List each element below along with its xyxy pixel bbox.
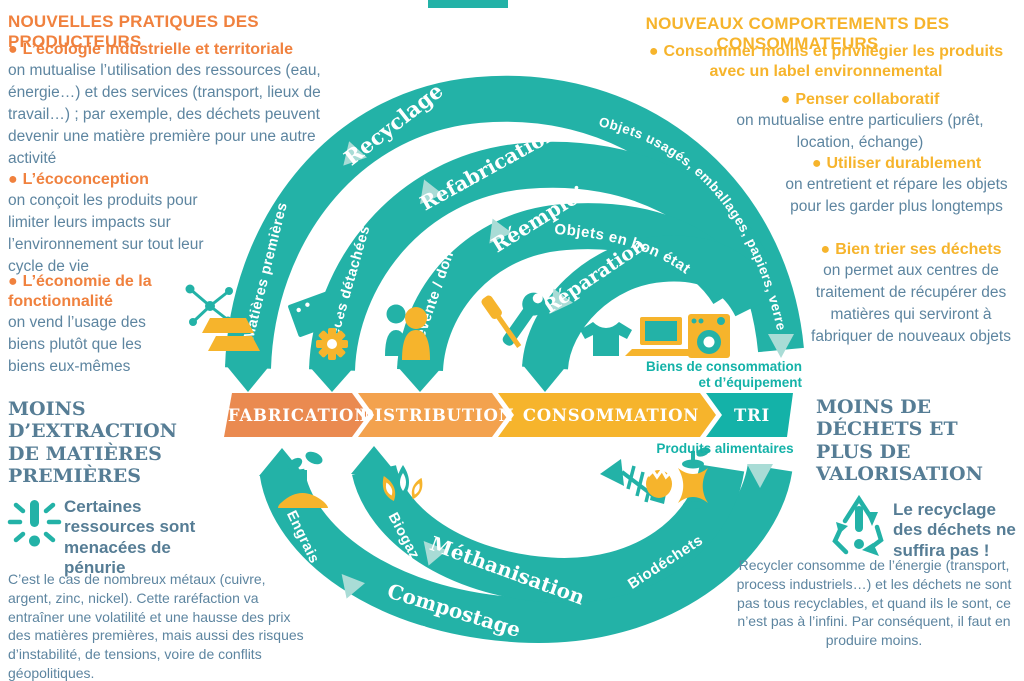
producers-panel: NOUVELLES PRATIQUES DES PRODUCTEURS bbox=[8, 12, 368, 52]
tip-recyclage bbox=[225, 364, 271, 392]
top-edge-artifact bbox=[428, 0, 508, 8]
stage-label-tri: TRI bbox=[734, 406, 770, 425]
people-icon bbox=[385, 304, 430, 360]
tip-refabrication bbox=[309, 366, 355, 392]
outcome-line: MOINS DE DÉCHETS ET bbox=[816, 396, 958, 441]
item-body-text: on conçoit les produits pour limiter leu… bbox=[8, 192, 204, 275]
flow-arrow-icon bbox=[343, 141, 367, 166]
item-body-text: on permet aux centres de traitement de r… bbox=[811, 262, 1011, 345]
bullet-icon: ● bbox=[820, 241, 831, 258]
item-head-text: L’écologie industrielle et territoriale bbox=[22, 41, 293, 58]
item-body-text: on mutualise l’utilisation des ressource… bbox=[8, 62, 321, 167]
apple-core-icon bbox=[678, 447, 710, 509]
producer-item-fonctionnalite: ●L’économie de la fonctionnalité on vend… bbox=[8, 272, 183, 378]
producers-title: NOUVELLES PRATIQUES DES PRODUCTEURS bbox=[8, 12, 259, 51]
screwdriver-icon bbox=[481, 295, 522, 349]
item-body-text: on entretient et répare les objets pour … bbox=[785, 176, 1008, 215]
left-outcome-heading: MOINS D’EXTRACTION DE MATIÈRES PREMIÈRES bbox=[8, 398, 228, 488]
biogas-flame-icon bbox=[382, 465, 423, 502]
outcome-line: DE MATIÈRES PREMIÈRES bbox=[8, 442, 162, 488]
consumers-title: NOUVEAUX COMPORTEMENTS DES CONSOMMATEURS bbox=[645, 14, 950, 53]
consumer-item-collaboratif: ●Penser collaboratif on mutualise entre … bbox=[710, 90, 1010, 154]
stage-label-distribution: DISTRIBUTION bbox=[359, 406, 514, 425]
recycling-limit-body: Recycler consomme de l’énergie (transpor… bbox=[736, 557, 1012, 648]
caption-biens: Biens de consommation et d’équipement bbox=[645, 359, 802, 390]
gear-icon bbox=[316, 328, 348, 360]
outcome-line: MOINS D’EXTRACTION bbox=[8, 398, 178, 443]
stage-label-consommation: CONSOMMATION bbox=[523, 406, 699, 425]
sprout-icon bbox=[278, 451, 328, 508]
item-head-text: Utiliser durablement bbox=[826, 155, 982, 172]
stage-consommation bbox=[498, 393, 716, 437]
tip-reparation bbox=[522, 364, 568, 392]
scarcity-alert-icon bbox=[7, 500, 62, 547]
bullet-icon: ● bbox=[648, 43, 659, 60]
item-body-text: on mutualise entre particuliers (prêt, l… bbox=[736, 112, 984, 151]
gold-bars-icon bbox=[202, 318, 260, 351]
bullet-icon: ● bbox=[811, 155, 822, 172]
arc-compostage bbox=[259, 463, 793, 644]
flow-arrow-icon bbox=[341, 574, 365, 599]
flow-arrow-icon bbox=[768, 334, 794, 358]
arc-refabrication bbox=[309, 141, 770, 372]
bullet-icon: ● bbox=[8, 171, 18, 188]
molecule-icon bbox=[185, 284, 233, 326]
spare-part-card-icon bbox=[288, 291, 340, 337]
flow-arrow-icon bbox=[423, 541, 447, 566]
bullet-icon: ● bbox=[780, 91, 791, 108]
flow-arrow-icon bbox=[419, 179, 443, 205]
scarcity-heading: Certaines ressources sont menacées de pé… bbox=[64, 497, 196, 578]
recycle-warning-icon bbox=[832, 494, 884, 556]
laptop-icon bbox=[625, 317, 697, 356]
tip-biogaz bbox=[351, 446, 397, 474]
washing-machine-icon bbox=[688, 314, 730, 358]
arc-methanisation bbox=[352, 463, 745, 603]
item-body-text: on vend l’usage des biens plutôt que les… bbox=[8, 314, 146, 375]
flow-arrow-icon bbox=[747, 464, 773, 488]
item-head-text: Consommer moins et privilégier les produ… bbox=[663, 43, 1004, 80]
outcome-line: PLUS DE VALORISATION bbox=[816, 440, 983, 486]
consumer-item-trier: ●Bien trier ses déchets on permet aux ce… bbox=[800, 240, 1022, 348]
consumer-item-consommer-moins: ●Consommer moins et privilégier les prod… bbox=[630, 42, 1022, 82]
bullet-icon: ● bbox=[8, 273, 18, 290]
tshirt-icon bbox=[580, 322, 632, 356]
stage-fabrication bbox=[224, 393, 368, 437]
scarcity-body: C’est le cas de nombreux métaux (cuivre,… bbox=[8, 571, 304, 681]
item-head-text: Penser collaboratif bbox=[795, 91, 940, 108]
arc-reparation bbox=[522, 235, 777, 371]
item-head-text: Bien trier ses déchets bbox=[835, 241, 1002, 258]
stage-distribution bbox=[358, 393, 508, 437]
eggshell-icon bbox=[644, 456, 674, 498]
stage-label-fabrication: FABRICATION bbox=[228, 406, 370, 425]
flow-arrow-icon bbox=[489, 218, 512, 244]
producer-item-ecoconception: ●L’écoconception on conçoit les produits… bbox=[8, 170, 228, 278]
bullet-icon: ● bbox=[8, 41, 18, 58]
producer-item-ecologie: ●L’écologie industrielle et territoriale… bbox=[8, 40, 353, 170]
caption-produits: Produits alimentaires bbox=[656, 441, 794, 456]
stage-tri bbox=[706, 393, 793, 437]
item-head-text: L’économie de la fonctionnalité bbox=[8, 273, 152, 310]
recycling-limit-heading: Le recyclage des déchets ne suffira pas … bbox=[893, 500, 1016, 560]
right-outcome-heading: MOINS DE DÉCHETS ET PLUS DE VALORISATION bbox=[816, 396, 1022, 486]
item-head-text: L’écoconception bbox=[22, 171, 149, 188]
consumers-panel: NOUVEAUX COMPORTEMENTS DES CONSOMMATEURS bbox=[575, 14, 1020, 54]
tip-reemploi bbox=[397, 366, 443, 392]
consumer-item-durablement: ●Utiliser durablement on entretient et r… bbox=[775, 154, 1018, 218]
flow-arrow-icon bbox=[550, 288, 573, 314]
